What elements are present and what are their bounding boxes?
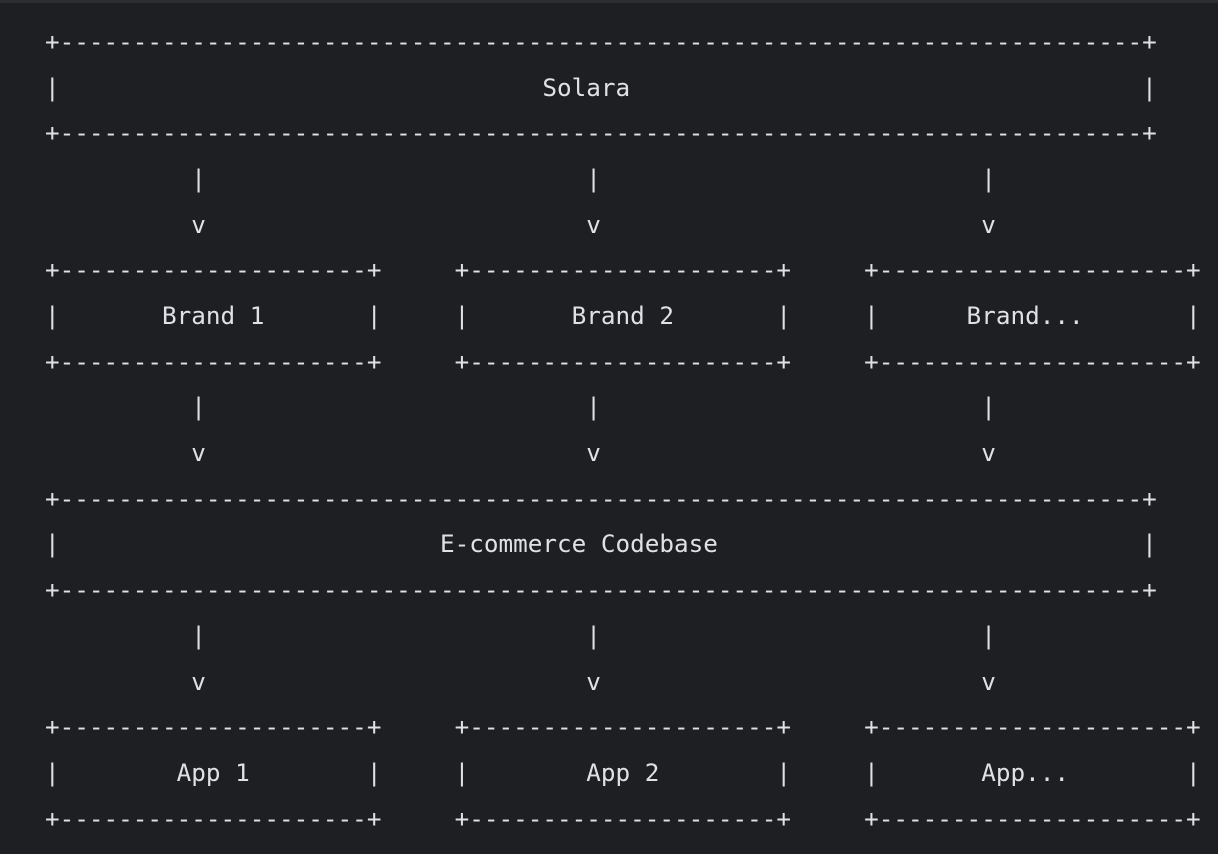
app-boxes-bottom-border: +---------------------+ +---------------… [45,804,1201,833]
connector-arrows-row-1: v v v [45,210,996,239]
connector-stems-row-1: | | | [45,164,996,193]
codebase-box-label-row: | E-commerce Codebase | [45,529,1157,558]
connector-stems-row-3: | | | [45,621,996,650]
solara-box-top-border: +---------------------------------------… [45,27,1157,56]
window-top-border [0,0,1218,3]
brand-boxes-bottom-border: +---------------------+ +---------------… [45,347,1201,376]
connector-arrows-row-2: v v v [45,438,996,467]
codebase-box-top-border: +---------------------------------------… [45,484,1157,513]
solara-box-label-row: | Solara | [45,73,1157,102]
connector-stems-row-2: | | | [45,392,996,421]
app-boxes-top-border: +---------------------+ +---------------… [45,712,1201,741]
codebase-box-bottom-border: +---------------------------------------… [45,575,1157,604]
brand-boxes-top-border: +---------------------+ +---------------… [45,255,1201,284]
connector-arrows-row-3: v v v [45,667,996,696]
app-boxes-label-row: | App 1 | | App 2 | | App... | [45,758,1201,787]
brand-boxes-label-row: | Brand 1 | | Brand 2 | | Brand... | [45,301,1201,330]
solara-box-bottom-border: +---------------------------------------… [45,118,1157,147]
